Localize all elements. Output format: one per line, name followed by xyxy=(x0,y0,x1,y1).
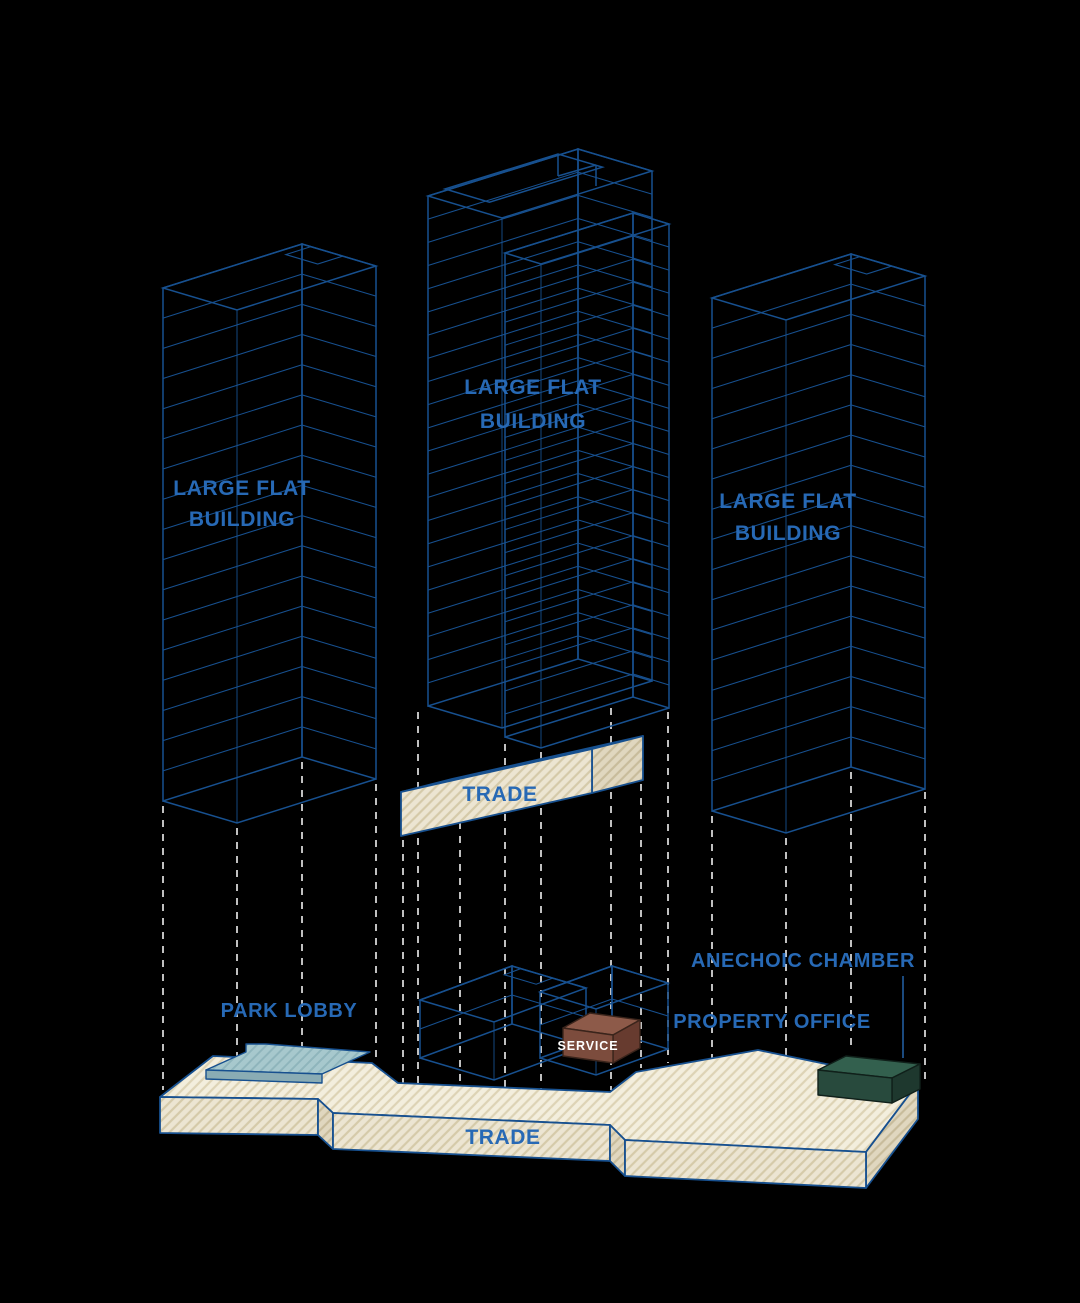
tower-left-wireframe xyxy=(160,242,379,824)
trade-ground-label: TRADE xyxy=(465,1126,540,1149)
trade-podium-block xyxy=(400,735,644,837)
tower-left-label-line2: BUILDING xyxy=(189,508,295,531)
axon-scene xyxy=(159,147,928,1189)
property-office-label: PROPERTY OFFICE xyxy=(673,1011,871,1033)
anechoic-chamber-label: ANECHOIC CHAMBER xyxy=(691,950,915,972)
tower-middle-front-wireframe xyxy=(502,211,672,749)
tower-right-wireframe xyxy=(709,252,928,834)
anechoic-chamber-block xyxy=(817,1055,921,1104)
tower-left-label-line1: LARGE FLAT xyxy=(173,477,310,500)
diagram-labels: LARGE FLAT BUILDING LARGE FLAT BUILDING … xyxy=(173,376,915,1149)
ground-trade-slab xyxy=(159,1049,919,1189)
trade-podium-label: TRADE xyxy=(462,783,537,806)
park-lobby-area xyxy=(205,1043,371,1084)
projection-dashed-lines xyxy=(162,708,926,1097)
tower-right-label-line2: BUILDING xyxy=(735,522,841,545)
tower-middle-label-line2: BUILDING xyxy=(480,410,586,433)
service-block xyxy=(562,1012,641,1064)
tower-middle-roof-cap xyxy=(442,153,605,203)
tower-middle-label-line1: LARGE FLAT xyxy=(464,376,601,399)
service-label: SERVICE xyxy=(558,1039,619,1053)
tower-right-label-line1: LARGE FLAT xyxy=(719,490,856,513)
park-lobby-label: PARK LOBBY xyxy=(221,1000,358,1022)
